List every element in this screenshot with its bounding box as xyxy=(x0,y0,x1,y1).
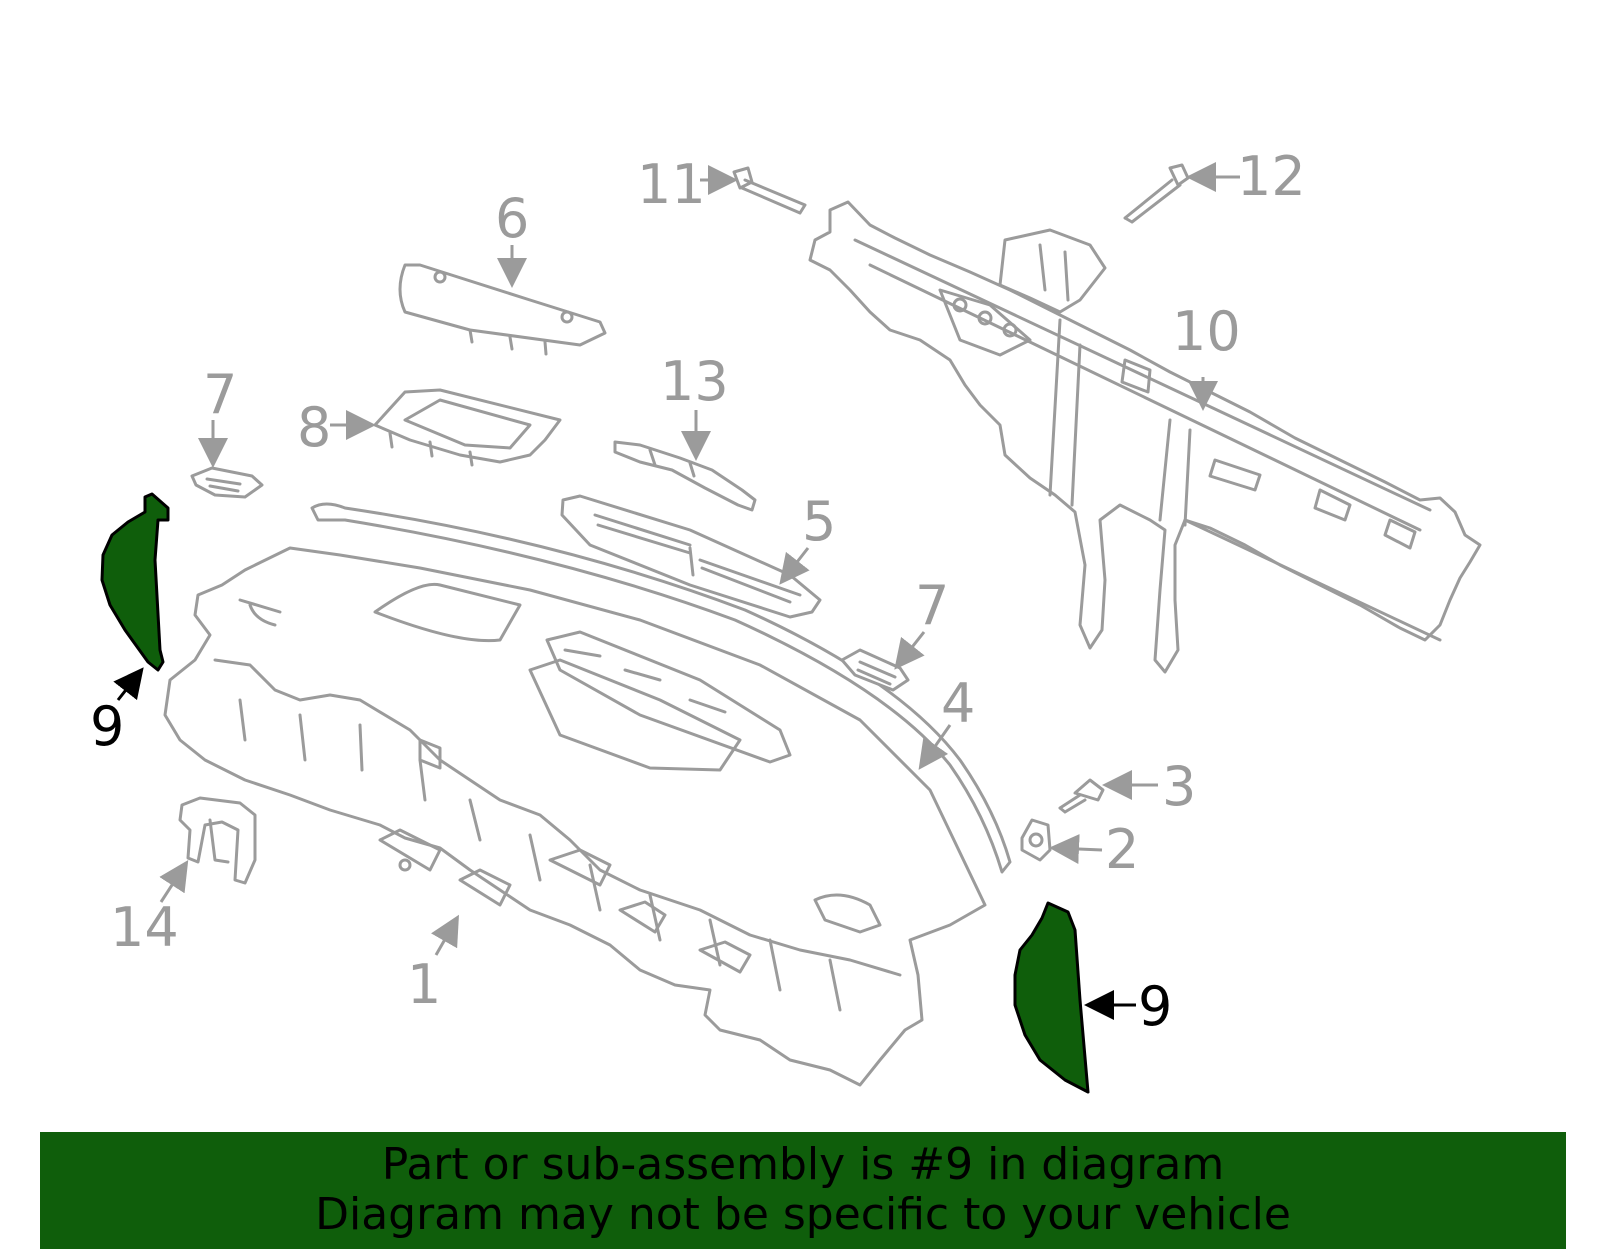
part-13-bracket xyxy=(613,440,757,512)
callout-14: 14 xyxy=(110,896,179,959)
part-11-bolt xyxy=(732,166,807,215)
part-12-bolt xyxy=(1123,163,1190,224)
banner-line-part-number: Part or sub-assembly is #9 in diagram xyxy=(381,1139,1225,1190)
banner-line-disclaimer: Diagram may not be specific to your vehi… xyxy=(315,1189,1291,1240)
callout-4: 4 xyxy=(941,672,975,735)
callout-9-left: 9 xyxy=(90,695,124,758)
leader-lines xyxy=(113,162,1240,1020)
part-2-clip xyxy=(1020,818,1052,862)
part-6-upper-cover xyxy=(398,263,607,356)
callout-5: 5 xyxy=(802,490,836,553)
callout-9-right: 9 xyxy=(1138,975,1172,1038)
callout-2: 2 xyxy=(1105,818,1139,881)
part-4-molding-strip xyxy=(310,502,1012,874)
callout-10: 10 xyxy=(1172,300,1241,363)
callout-6: 6 xyxy=(495,187,529,250)
part-1-instrument-panel xyxy=(163,546,987,1087)
callout-3: 3 xyxy=(1162,755,1196,818)
callout-13: 13 xyxy=(660,350,729,413)
part-10-cross-car-beam xyxy=(808,200,1482,674)
callout-8: 8 xyxy=(297,396,331,459)
part-7-vent-right xyxy=(840,648,910,692)
part-3-bolt xyxy=(1058,778,1105,814)
callout-12: 12 xyxy=(1237,145,1306,208)
callout-7-lower: 7 xyxy=(915,574,949,637)
part-8-storage-tray xyxy=(373,388,562,467)
part-9-highlight-right xyxy=(1013,901,1090,1094)
part-9-highlight-left xyxy=(100,492,170,672)
callout-11: 11 xyxy=(637,153,706,216)
callout-1: 1 xyxy=(407,953,441,1016)
callout-labels: 1 2 3 4 5 6 7 7 8 9 9 10 11 12 13 14 xyxy=(90,145,1306,1038)
part-14-bracket xyxy=(178,796,257,885)
info-banner: Part or sub-assembly is #9 in diagram Di… xyxy=(40,1132,1566,1249)
part-5-defrost-grille xyxy=(560,494,822,619)
callout-7-upper: 7 xyxy=(203,363,237,426)
part-7-vent-left xyxy=(190,466,264,499)
